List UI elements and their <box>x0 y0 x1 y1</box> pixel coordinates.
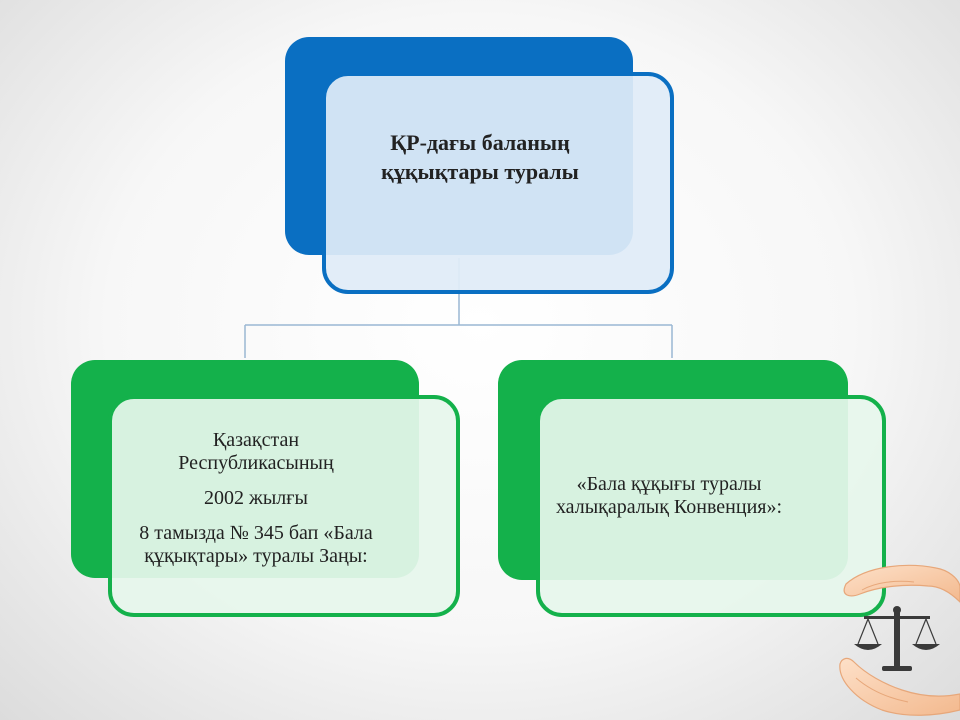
left-node-line-3: 2002 жылғы <box>204 486 308 509</box>
top-node-line-2: құқықтары туралы <box>381 159 579 184</box>
right-node: «Бала құқығы туралы халықаралық Конвенци… <box>536 395 886 617</box>
left-node-line-2: Республикасының <box>178 451 334 474</box>
hands-scales-icon <box>839 564 960 716</box>
top-node-line-1: ҚР-дағы баланың <box>390 130 570 155</box>
lower-hand-icon <box>839 657 960 716</box>
left-node-line-5: құқықтары» туралы Заңы: <box>144 544 368 567</box>
left-node-line-4: 8 тамызда № 345 бап «Бала <box>139 521 373 544</box>
left-node-text: Қазақстан Республикасының 2002 жылғы 8 т… <box>139 429 373 568</box>
right-node-line-1: «Бала құқығы туралы <box>576 473 762 495</box>
top-node-text: ҚР-дағы баланың құқықтары туралы <box>381 128 579 186</box>
upper-hand-icon <box>843 564 960 603</box>
left-node-line-1: Қазақстан <box>212 428 300 451</box>
right-node-line-2: халықаралық Конвенция»: <box>555 496 783 518</box>
scales-of-justice-icon <box>854 606 940 671</box>
right-node-text: «Бала құқығы туралы халықаралық Конвенци… <box>556 473 782 519</box>
top-node: ҚР-дағы баланың құқықтары туралы <box>322 72 674 294</box>
left-node: Қазақстан Республикасының 2002 жылғы 8 т… <box>108 395 460 617</box>
